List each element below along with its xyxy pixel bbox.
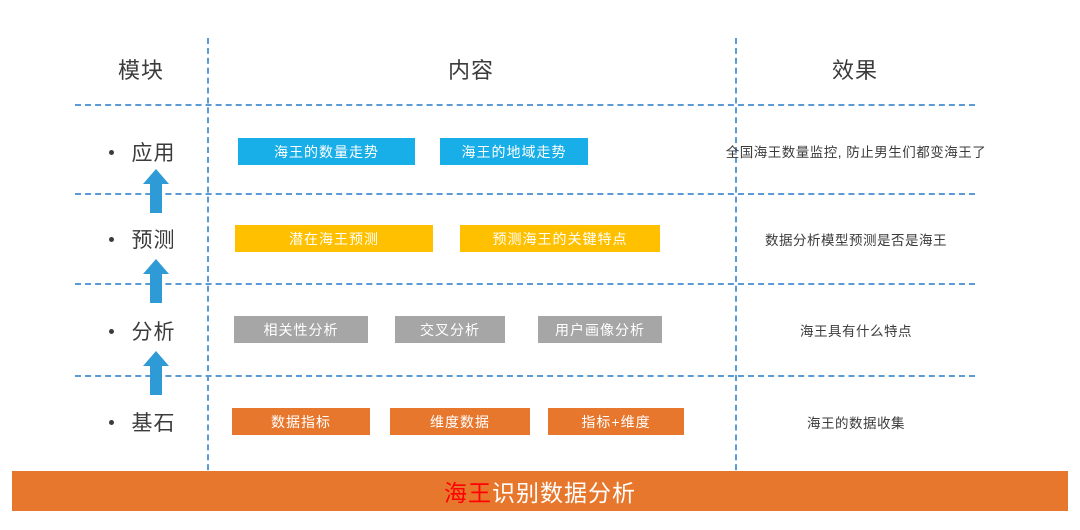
content-chip[interactable]: 数据指标 [232, 408, 370, 435]
footer-banner: 海王识别数据分析 [12, 471, 1068, 511]
module-row-prediction[interactable]: 预测 [78, 222, 206, 256]
effect-text: 海王具有什么特点 [800, 324, 912, 339]
content-chip[interactable]: 海王的地域走势 [440, 138, 588, 165]
module-row-analysis[interactable]: 分析 [78, 314, 206, 348]
vertical-divider-content-effect [735, 38, 737, 490]
effect-text: 数据分析模型预测是否是海王 [765, 233, 947, 248]
footer-title-rest: 识别数据分析 [492, 480, 636, 506]
arrow-up-icon [142, 350, 170, 396]
arrow-up-icon [142, 258, 170, 304]
bullet-icon [108, 419, 114, 425]
content-chip[interactable]: 维度数据 [390, 408, 530, 435]
module-label: 预测 [131, 229, 176, 252]
effect-text: 海王的数据收集 [807, 416, 905, 431]
footer-title-highlight: 海王 [444, 480, 492, 506]
horizontal-divider-2 [75, 193, 975, 195]
module-row-application[interactable]: 应用 [78, 135, 206, 169]
footer-title: 海王识别数据分析 [444, 474, 636, 508]
module-label: 分析 [131, 321, 176, 344]
content-chip[interactable]: 海王的数量走势 [238, 138, 415, 165]
content-chip[interactable]: 交叉分析 [395, 316, 505, 343]
content-chip[interactable]: 指标+维度 [548, 408, 684, 435]
module-label: 应用 [131, 142, 176, 165]
arrow-up-icon [142, 168, 170, 214]
content-chip[interactable]: 潜在海王预测 [235, 225, 433, 252]
content-chip[interactable]: 预测海王的关键特点 [460, 225, 660, 252]
bullet-icon [108, 236, 114, 242]
horizontal-divider-3 [75, 283, 975, 285]
vertical-divider-module-content [207, 38, 209, 490]
bullet-icon [108, 149, 114, 155]
column-header-content: 内容 [447, 58, 494, 83]
module-label: 基石 [131, 412, 176, 435]
bullet-icon [108, 328, 114, 334]
content-chip[interactable]: 用户画像分析 [538, 316, 662, 343]
module-row-foundation[interactable]: 基石 [78, 405, 206, 439]
column-header-effect: 效果 [831, 58, 878, 83]
column-header-module: 模块 [117, 58, 164, 83]
content-chip[interactable]: 相关性分析 [234, 316, 368, 343]
effect-text: 全国海王数量监控, 防止男生们都变海王了 [725, 145, 987, 160]
horizontal-divider-4 [75, 375, 975, 377]
horizontal-divider-1 [75, 104, 975, 106]
